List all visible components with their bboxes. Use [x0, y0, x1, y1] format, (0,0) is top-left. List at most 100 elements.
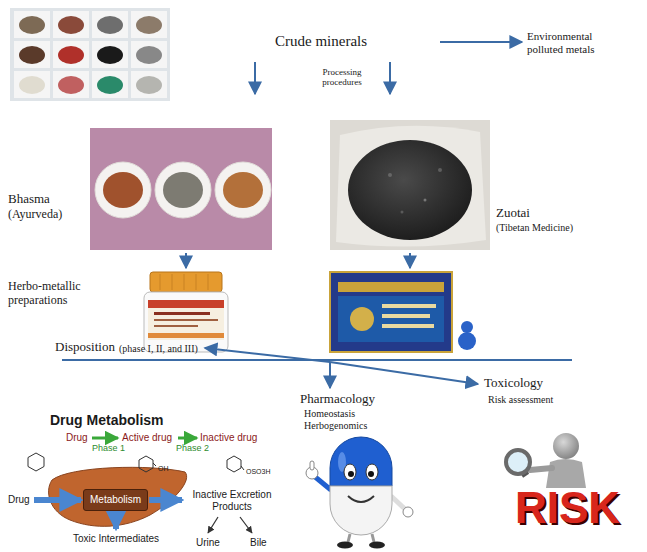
bottle-picture	[172, 274, 173, 290]
flow-arrow	[440, 41, 522, 43]
pill-cartoon	[337, 542, 353, 549]
flow-arrow	[329, 362, 331, 388]
topic-label: Pharmacology	[300, 392, 375, 407]
minerals-photo	[19, 76, 45, 94]
box-picture	[382, 314, 430, 318]
box-picture	[461, 321, 473, 333]
box-picture	[330, 272, 452, 352]
stage-label: Herbo-metallic preparations	[8, 280, 88, 308]
flow-arrow	[389, 62, 391, 94]
bottle-picture	[144, 272, 228, 352]
flow-arrow	[330, 362, 478, 384]
bottle-picture	[160, 274, 161, 290]
product-note: (Tibetan Medicine)	[496, 222, 573, 234]
bhasma-photo	[90, 128, 272, 250]
risk-word: RISK	[515, 486, 620, 530]
bottle-picture	[154, 312, 210, 315]
chemical-group: OH	[158, 465, 169, 473]
drug-state: Inactive drug	[200, 432, 257, 444]
box-text: Metabolism	[90, 494, 141, 506]
phase-label: Phase 1	[92, 443, 125, 453]
pill-cartoon	[314, 476, 331, 490]
box-picture	[338, 296, 444, 342]
metabolism-figure	[92, 437, 118, 440]
box-picture	[350, 307, 374, 331]
bottle-picture	[150, 272, 222, 292]
minerals-photo	[53, 41, 89, 68]
pill-cartoon	[310, 461, 314, 470]
topic-label: Disposition	[55, 340, 115, 355]
pill-cartoon	[330, 486, 392, 535]
zuotai-photo	[438, 168, 442, 172]
process-box: Metabolism	[83, 489, 148, 511]
box-picture	[458, 332, 476, 350]
stage-label: Crude minerals	[275, 33, 367, 50]
risk-figure	[546, 459, 586, 488]
minerals-photo	[136, 16, 162, 34]
zuotai-photo	[348, 140, 472, 240]
topic-label: Toxicology	[484, 376, 543, 391]
pill-cartoon	[372, 534, 374, 542]
minerals-photo	[131, 11, 167, 38]
topic-note: Risk assessment	[488, 394, 553, 406]
flow-arrow	[254, 62, 256, 94]
minerals-photo	[136, 76, 162, 94]
minerals-photo	[92, 11, 128, 38]
product-label: Zuotai	[496, 206, 530, 221]
minerals-photo	[53, 71, 89, 98]
flow-arrow	[205, 348, 330, 362]
bhasma-photo	[95, 162, 151, 218]
bhasma-photo	[163, 172, 203, 208]
topic-note: (phase I, II, and III)	[119, 343, 198, 355]
minerals-photo	[131, 71, 167, 98]
minerals-photo	[14, 41, 50, 68]
minerals-photo	[19, 16, 45, 34]
pill-cartoon	[369, 542, 385, 549]
bottle-picture	[208, 274, 209, 290]
box-picture	[338, 282, 444, 292]
output-label: Environmental polluted metals	[527, 30, 611, 55]
process-label: Processing procedures	[316, 67, 368, 88]
bottle-picture	[148, 333, 224, 338]
minerals-photo	[19, 46, 45, 64]
minerals-photo	[14, 11, 50, 38]
pill-cartoon	[306, 437, 413, 549]
zuotai-photo	[330, 120, 490, 250]
figure-label: Bile	[250, 537, 267, 549]
figure-label: Inactive Excretion Products	[186, 489, 278, 512]
minerals-photo	[58, 16, 84, 34]
metabolism-figure	[139, 456, 153, 472]
minerals-photo	[92, 41, 128, 68]
bottle-picture	[184, 274, 185, 290]
bottle-picture	[154, 325, 198, 327]
minerals-photo	[97, 46, 123, 64]
box-picture	[382, 304, 436, 308]
bottle-picture	[148, 300, 224, 340]
pill-cartoon	[344, 464, 356, 480]
product-note: (Ayurveda)	[8, 208, 62, 222]
minerals-photo	[10, 8, 170, 101]
zuotai-photo	[388, 173, 392, 177]
metabolism-figure	[227, 456, 241, 472]
bottle-picture	[196, 274, 197, 290]
figure-title: Drug Metabolism	[50, 412, 164, 428]
metabolism-figure	[28, 453, 44, 471]
box-picture	[382, 324, 434, 328]
chemical-group: OSO3H	[246, 468, 271, 476]
zuotai-photo	[401, 211, 404, 214]
figure-label: Toxic Intermediates	[71, 533, 161, 545]
metabolism-figure	[153, 463, 156, 466]
pill-cartoon	[348, 496, 374, 502]
bottle-picture	[148, 300, 224, 308]
bhasma-photo	[223, 172, 263, 208]
drug-state: Drug	[66, 432, 88, 444]
bhasma-photo	[103, 172, 143, 208]
metabolism-figure	[149, 497, 182, 503]
bhasma-photo	[215, 162, 271, 218]
minerals-photo	[53, 11, 89, 38]
pill-cartoon	[366, 464, 378, 480]
risk-figure	[553, 433, 579, 459]
pill-cartoon	[330, 437, 392, 486]
metabolism-figure	[208, 517, 218, 533]
